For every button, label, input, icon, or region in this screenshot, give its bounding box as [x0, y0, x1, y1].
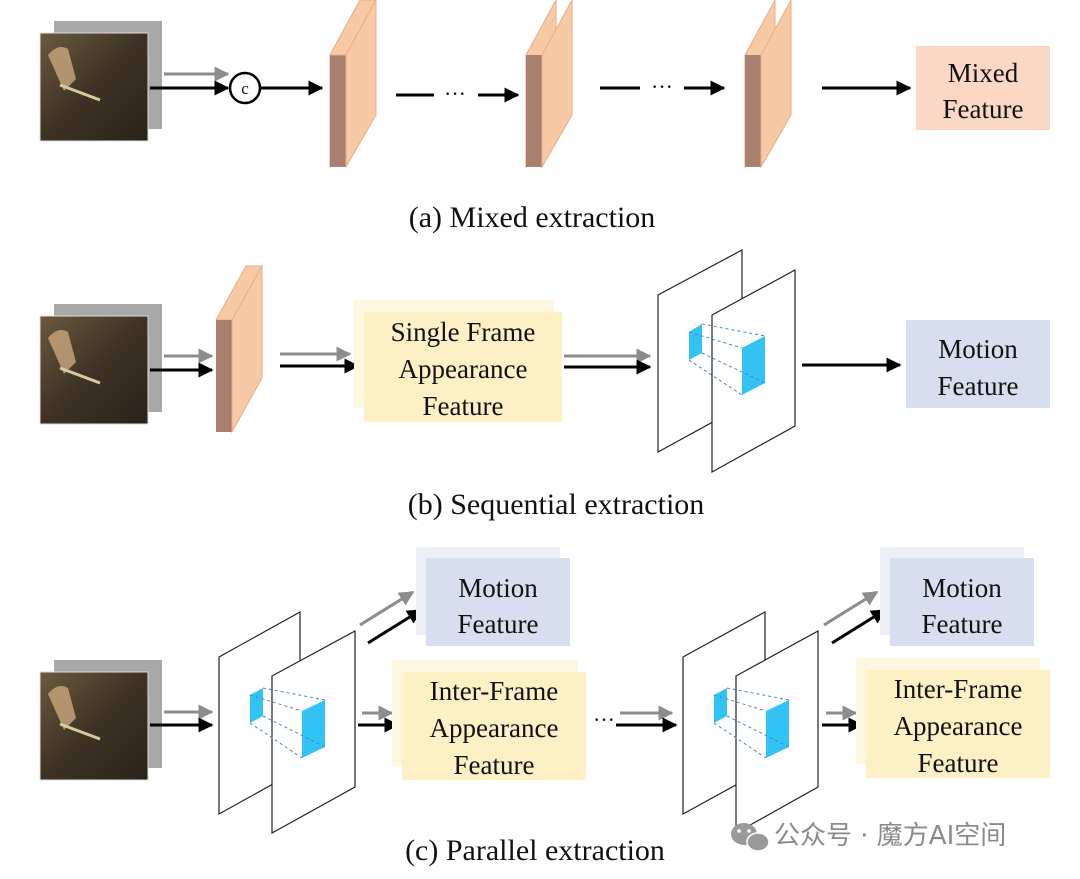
skateboard: [59, 366, 101, 385]
motion-feature-label-1: Motion: [458, 573, 538, 603]
concat-symbol: c: [241, 79, 249, 98]
kernel-large: [302, 700, 325, 758]
input-frames: [39, 660, 162, 781]
mixed-feature-box: [916, 46, 1050, 130]
wechat-icon: [731, 823, 770, 852]
input-frames: [39, 21, 162, 142]
appearance-label-2: Appearance: [399, 354, 528, 384]
conv3d-planes: [657, 248, 796, 474]
motion-feature-label-2: Feature: [922, 609, 1003, 639]
appearance-label-1: Inter-Frame: [894, 674, 1022, 704]
arrow-black: [367, 608, 423, 645]
arrow-black: [831, 608, 887, 645]
ellipsis: ···: [444, 81, 466, 106]
appearance-label-3: Feature: [423, 391, 504, 421]
motion-feature-box: [890, 558, 1034, 646]
appearance-label-2: Appearance: [894, 711, 1023, 741]
feature-map-slab: [525, 0, 573, 169]
kernel-small: [714, 688, 727, 723]
kernel-large: [742, 336, 765, 395]
caption-a: (a) Mixed extraction: [409, 201, 656, 234]
appearance-label-3: Feature: [918, 748, 999, 778]
ellipsis: ···: [651, 74, 673, 99]
inter-frame-appearance-box: [866, 670, 1050, 778]
appearance-label-1: Inter-Frame: [430, 676, 558, 706]
motion-feature-box: [906, 320, 1050, 408]
motion-feature-box: [426, 558, 570, 646]
motion-feature-label-2: Feature: [938, 371, 1019, 401]
watermark: 公众号 · 魔方AI空间: [731, 821, 1006, 852]
mixed-feature-label-1: Mixed: [948, 58, 1019, 88]
appearance-label-2: Appearance: [430, 713, 559, 743]
conv3d-planes: [682, 610, 819, 835]
motion-feature-label-2: Feature: [458, 609, 539, 639]
inter-frame-appearance-box: [402, 672, 586, 780]
single-frame-appearance-box: [364, 312, 562, 422]
panel-b: Single Frame Appearance Feature Motion F…: [39, 248, 1050, 521]
panel-c: Motion Feature Inter-Frame Appearance Fe…: [39, 547, 1050, 867]
input-frames: [39, 304, 162, 425]
watermark-text: 公众号 · 魔方AI空间: [774, 821, 1006, 851]
skateboard: [59, 83, 101, 102]
conv3d-planes: [218, 610, 356, 835]
panel-a: c ··· ··· Mixed Feature (: [39, 0, 1050, 234]
motion-feature-label-1: Motion: [922, 573, 1002, 603]
kernel-small: [250, 688, 263, 723]
feature-map-slab: [329, 0, 377, 169]
motion-feature-label-1: Motion: [938, 334, 1018, 364]
kernel-large: [766, 700, 789, 758]
skateboarder-figure: [48, 47, 76, 91]
appearance-label-3: Feature: [454, 750, 535, 780]
feature-map-slab: [215, 264, 263, 434]
skateboarder-figure: [48, 686, 76, 730]
arrow-gray: [359, 590, 415, 627]
caption-c: (c) Parallel extraction: [405, 834, 665, 867]
kernel-small: [689, 324, 702, 360]
caption-b: (b) Sequential extraction: [408, 488, 705, 521]
arrow-gray: [823, 590, 879, 627]
skateboard: [59, 722, 101, 741]
appearance-label-1: Single Frame: [391, 317, 536, 347]
skateboarder-figure: [48, 330, 76, 374]
feature-map-slab: [744, 0, 792, 169]
mixed-feature-label-2: Feature: [943, 94, 1024, 124]
ellipsis: ···: [593, 707, 615, 732]
